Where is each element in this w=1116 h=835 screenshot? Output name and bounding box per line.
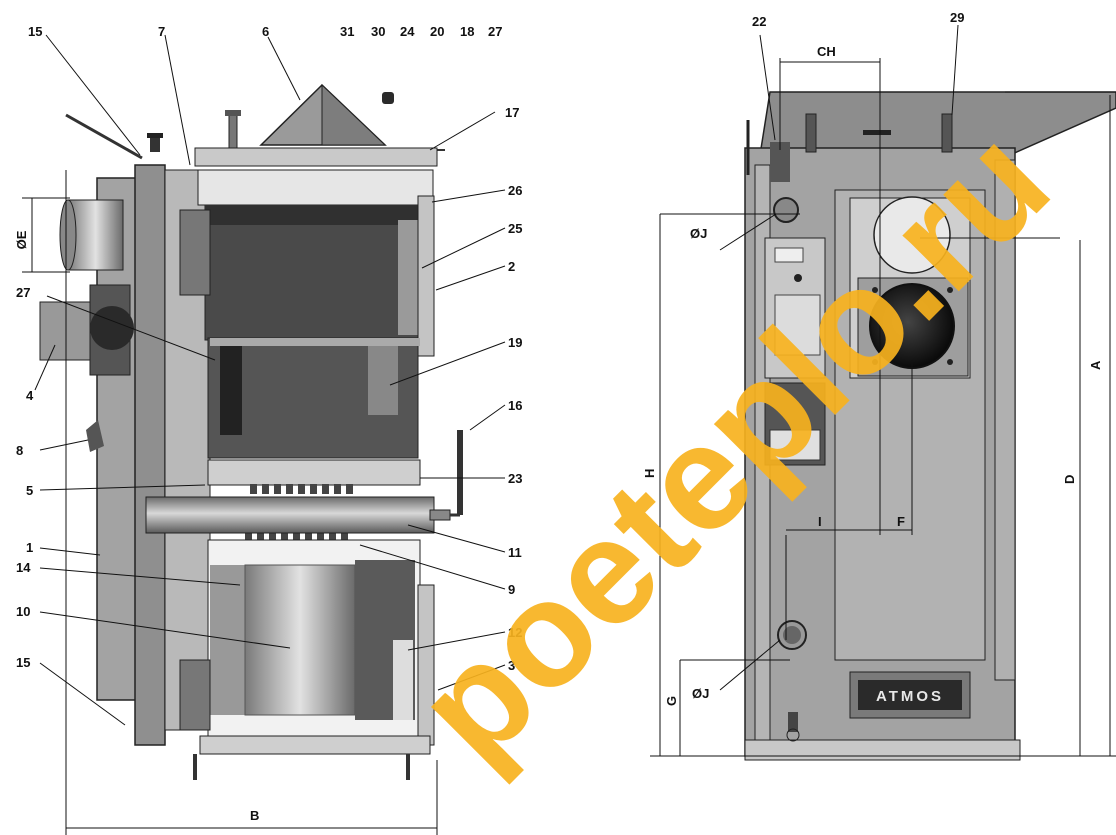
callout-23: 23 — [508, 471, 522, 486]
callout-11: 11 — [508, 545, 522, 560]
callout-5: 5 — [26, 483, 33, 498]
callout-7: 7 — [158, 24, 165, 39]
boiler-cross-section — [39, 83, 463, 780]
dimension-D: D — [1062, 475, 1077, 484]
dimension-CH: CH — [817, 44, 836, 59]
callout-2: 2 — [508, 259, 515, 274]
callout-10: 10 — [16, 604, 30, 619]
dimension-I: I — [818, 514, 822, 529]
callout-17: 17 — [505, 105, 519, 120]
callout-25: 25 — [508, 221, 522, 236]
callout-15-bottom: 15 — [16, 655, 30, 670]
dimension-F: F — [897, 514, 905, 529]
callout-8: 8 — [16, 443, 23, 458]
callout-9: 9 — [508, 582, 515, 597]
callout-27-side: 27 — [16, 285, 30, 300]
dimension-G: G — [664, 696, 679, 706]
callout-22: 22 — [752, 14, 766, 29]
callout-19: 19 — [508, 335, 522, 350]
callout-15-top: 15 — [28, 24, 42, 39]
dimension-H: H — [642, 469, 657, 478]
dimension-B: B — [250, 808, 259, 823]
dimension-diameter-J-bottom: ØJ — [692, 686, 709, 701]
callout-18: 18 — [460, 24, 474, 39]
callout-24: 24 — [400, 24, 415, 39]
left-leader-lines — [22, 34, 506, 835]
callout-16: 16 — [508, 398, 522, 413]
callout-14: 14 — [16, 560, 31, 575]
callout-12: 12 — [508, 625, 522, 640]
callout-4: 4 — [26, 388, 34, 403]
dimension-diameter-E: ØE — [14, 230, 29, 249]
callout-6: 6 — [262, 24, 269, 39]
right-dimension-lines — [650, 24, 1116, 757]
callout-3: 3 — [508, 658, 515, 673]
callout-27-top: 27 — [488, 24, 502, 39]
callout-20: 20 — [430, 24, 444, 39]
dimension-diameter-J-top: ØJ — [690, 226, 707, 241]
callout-31: 31 — [340, 24, 354, 39]
callout-30: 30 — [371, 24, 385, 39]
boiler-rear-view — [744, 91, 1116, 761]
callout-29: 29 — [950, 10, 964, 25]
atmos-brand-plate: ATMOS — [876, 688, 944, 705]
dimension-A: A — [1088, 360, 1103, 370]
callout-26: 26 — [508, 183, 522, 198]
callout-1: 1 — [26, 540, 33, 555]
